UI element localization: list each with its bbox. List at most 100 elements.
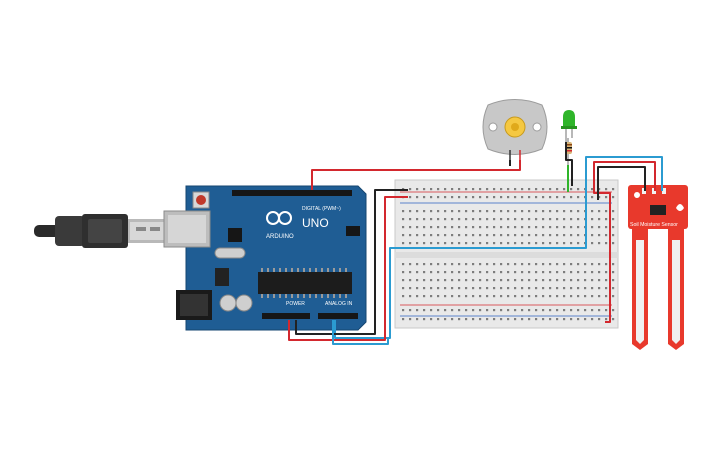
breadboard-hole[interactable] [444, 188, 447, 191]
breadboard-hole[interactable] [528, 271, 531, 274]
breadboard-hole[interactable] [563, 210, 566, 213]
breadboard-hole[interactable] [409, 226, 412, 229]
arduino-board[interactable]: ARDUINO UNO DIGITAL (PWM~) POWER ANALOG … [163, 185, 367, 331]
breadboard-hole[interactable] [549, 188, 552, 191]
breadboard-hole[interactable] [500, 242, 503, 245]
soil-moisture-sensor[interactable]: Soil Moisture Sensor [628, 185, 688, 350]
breadboard-hole[interactable] [549, 279, 552, 282]
breadboard-hole[interactable] [535, 279, 538, 282]
breadboard-hole[interactable] [577, 318, 580, 321]
breadboard-hole[interactable] [591, 318, 594, 321]
breadboard-hole[interactable] [591, 242, 594, 245]
breadboard-hole[interactable] [570, 242, 573, 245]
breadboard-hole[interactable] [577, 295, 580, 298]
breadboard-hole[interactable] [409, 318, 412, 321]
breadboard-hole[interactable] [542, 242, 545, 245]
breadboard-hole[interactable] [507, 196, 510, 199]
breadboard-hole[interactable] [507, 279, 510, 282]
breadboard-hole[interactable] [521, 263, 524, 266]
breadboard-hole[interactable] [556, 210, 559, 213]
breadboard-hole[interactable] [556, 271, 559, 274]
breadboard-hole[interactable] [577, 234, 580, 237]
breadboard-hole[interactable] [409, 188, 412, 191]
breadboard-hole[interactable] [570, 188, 573, 191]
breadboard-hole[interactable] [549, 196, 552, 199]
breadboard-hole[interactable] [430, 263, 433, 266]
breadboard-hole[interactable] [451, 287, 454, 290]
breadboard-hole[interactable] [556, 318, 559, 321]
breadboard-hole[interactable] [416, 218, 419, 221]
breadboard-hole[interactable] [612, 188, 615, 191]
breadboard-hole[interactable] [472, 295, 475, 298]
breadboard-hole[interactable] [570, 279, 573, 282]
breadboard-hole[interactable] [521, 210, 524, 213]
breadboard-hole[interactable] [591, 309, 594, 312]
breadboard-hole[interactable] [612, 279, 615, 282]
breadboard-hole[interactable] [577, 279, 580, 282]
breadboard-hole[interactable] [514, 309, 517, 312]
breadboard-hole[interactable] [423, 263, 426, 266]
breadboard-hole[interactable] [486, 188, 489, 191]
breadboard-hole[interactable] [556, 263, 559, 266]
breadboard-hole[interactable] [444, 242, 447, 245]
breadboard-hole[interactable] [437, 295, 440, 298]
breadboard-hole[interactable] [437, 226, 440, 229]
breadboard-hole[interactable] [507, 188, 510, 191]
breadboard-hole[interactable] [437, 309, 440, 312]
breadboard-hole[interactable] [458, 287, 461, 290]
breadboard-hole[interactable] [437, 279, 440, 282]
breadboard-hole[interactable] [556, 226, 559, 229]
breadboard-hole[interactable] [479, 318, 482, 321]
breadboard-hole[interactable] [563, 287, 566, 290]
breadboard-hole[interactable] [591, 263, 594, 266]
breadboard-hole[interactable] [465, 263, 468, 266]
breadboard-hole[interactable] [605, 234, 608, 237]
breadboard-hole[interactable] [528, 218, 531, 221]
breadboard-hole[interactable] [479, 263, 482, 266]
breadboard-hole[interactable] [451, 271, 454, 274]
breadboard-hole[interactable] [612, 287, 615, 290]
breadboard-hole[interactable] [479, 218, 482, 221]
breadboard-hole[interactable] [458, 196, 461, 199]
breadboard-hole[interactable] [500, 318, 503, 321]
breadboard-hole[interactable] [507, 226, 510, 229]
breadboard-hole[interactable] [584, 279, 587, 282]
breadboard-hole[interactable] [507, 295, 510, 298]
breadboard-hole[interactable] [591, 210, 594, 213]
breadboard-hole[interactable] [612, 242, 615, 245]
breadboard-hole[interactable] [514, 242, 517, 245]
breadboard-hole[interactable] [598, 295, 601, 298]
breadboard-hole[interactable] [535, 188, 538, 191]
breadboard-hole[interactable] [542, 196, 545, 199]
breadboard-hole[interactable] [451, 263, 454, 266]
breadboard-hole[interactable] [437, 242, 440, 245]
breadboard-hole[interactable] [563, 188, 566, 191]
breadboard-hole[interactable] [416, 210, 419, 213]
breadboard-hole[interactable] [584, 295, 587, 298]
breadboard-hole[interactable] [458, 234, 461, 237]
breadboard-hole[interactable] [479, 271, 482, 274]
breadboard-hole[interactable] [612, 271, 615, 274]
breadboard-hole[interactable] [556, 218, 559, 221]
breadboard-hole[interactable] [521, 318, 524, 321]
breadboard-hole[interactable] [542, 318, 545, 321]
breadboard-hole[interactable] [577, 196, 580, 199]
breadboard-hole[interactable] [521, 188, 524, 191]
breadboard-hole[interactable] [402, 226, 405, 229]
breadboard-hole[interactable] [556, 196, 559, 199]
breadboard-hole[interactable] [549, 309, 552, 312]
breadboard-hole[interactable] [598, 279, 601, 282]
breadboard-hole[interactable] [465, 271, 468, 274]
breadboard-hole[interactable] [521, 218, 524, 221]
breadboard-hole[interactable] [493, 318, 496, 321]
breadboard-hole[interactable] [423, 271, 426, 274]
breadboard-hole[interactable] [402, 295, 405, 298]
breadboard-hole[interactable] [416, 271, 419, 274]
breadboard-hole[interactable] [423, 318, 426, 321]
breadboard-hole[interactable] [521, 226, 524, 229]
breadboard-hole[interactable] [451, 210, 454, 213]
breadboard-hole[interactable] [556, 234, 559, 237]
breadboard-hole[interactable] [570, 271, 573, 274]
breadboard-hole[interactable] [472, 188, 475, 191]
breadboard-hole[interactable] [528, 242, 531, 245]
